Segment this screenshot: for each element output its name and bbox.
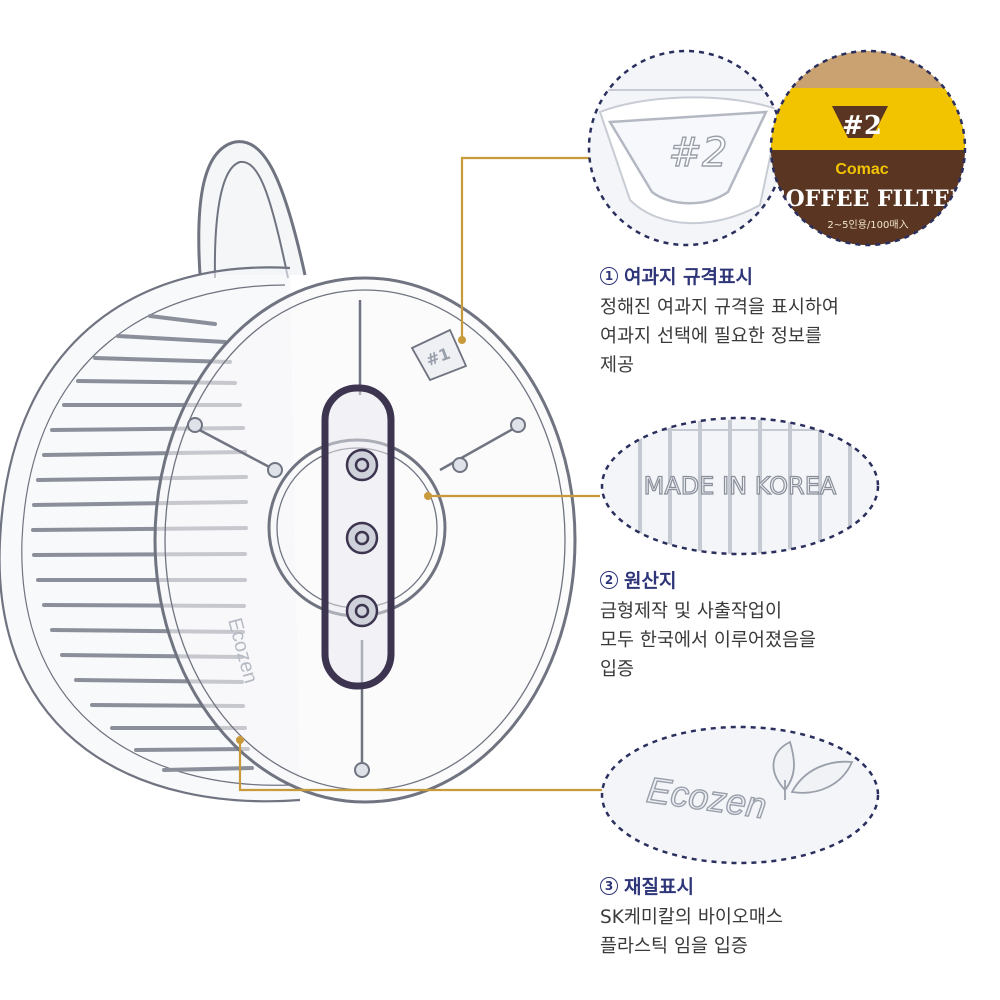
callout-filter-box: #2 Comac COFFEE FILTER 2~5인용/100매入	[768, 49, 969, 247]
feature-desc-line: 여과지 선택에 필요한 정보를	[600, 326, 822, 347]
feature-origin: 2 원산지 금형제작 및 사출작업이 모두 한국에서 이루어졌음을 입증	[600, 566, 980, 684]
feature-desc-line: 정해진 여과지 규격을 표시하여	[600, 297, 839, 318]
dripper-handle	[197, 140, 307, 276]
leaf-icon	[772, 740, 854, 800]
dripper-filter-mark	[410, 328, 468, 382]
feature-number: 1	[600, 266, 618, 285]
feature-number: 2	[600, 570, 618, 589]
origin-text: MADE IN KOREA	[644, 472, 837, 500]
feature-number: 3	[600, 876, 618, 895]
feature-material: 3 재질표시 SK케미칼의 바이오매스 플라스틱 임을 입증	[600, 872, 980, 961]
leader-lines	[238, 156, 602, 792]
feature-desc-line: 제공	[600, 355, 635, 376]
callout-origin: MADE IN KOREA	[600, 416, 880, 556]
feature-desc-line: 입증	[600, 659, 635, 680]
feature-desc-line: 모두 한국에서 이루어졌음을	[600, 630, 817, 651]
box-number: #2	[842, 111, 882, 141]
feature-title: 3 재질표시	[600, 872, 980, 899]
feature-title-text: 재질표시	[624, 876, 694, 898]
callout-filter-mark: #2	[587, 49, 785, 247]
feature-desc-line: 금형제작 및 사출작업이	[600, 601, 782, 622]
box-product: COFFEE FILTER	[768, 186, 969, 212]
filter-size-mark: #2	[669, 130, 728, 176]
feature-title-text: 여과지 규격표시	[624, 266, 753, 288]
dripper	[0, 140, 577, 804]
box-subtitle: 2~5인용/100매入	[827, 219, 908, 231]
feature-desc-line: 플라스틱 임을 입증	[600, 936, 748, 957]
feature-title: 2 원산지	[600, 566, 980, 593]
feature-title: 1 여과지 규격표시	[600, 262, 980, 289]
box-brand: Comac	[835, 161, 888, 178]
feature-filter-size: 1 여과지 규격표시 정해진 여과지 규격을 표시하여 여과지 선택에 필요한 …	[600, 262, 980, 380]
feature-title-text: 원산지	[624, 570, 677, 592]
filter-shape	[607, 110, 769, 205]
feature-desc-line: SK케미칼의 바이오매스	[600, 907, 783, 928]
callout-material: Ecozen	[600, 725, 880, 865]
